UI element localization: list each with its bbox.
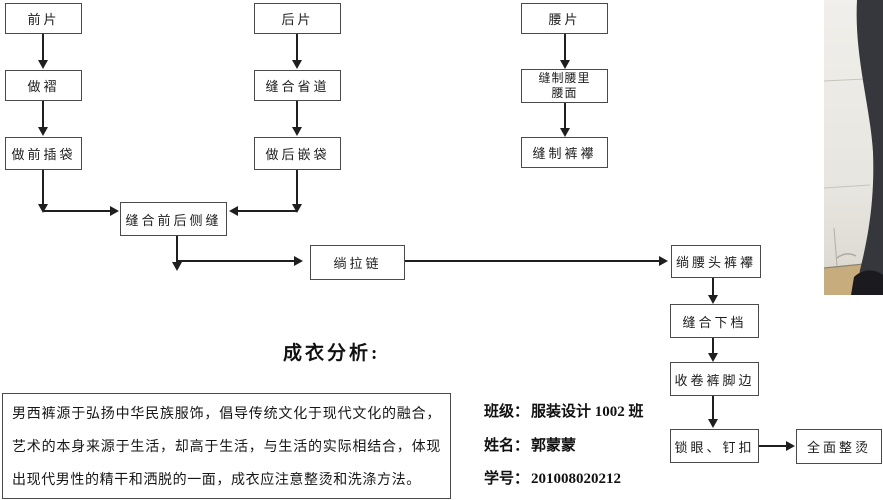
arrowhead-down	[292, 60, 302, 69]
name-value: 郭蒙蒙	[531, 438, 577, 454]
flow-box-back-piece: 后片	[254, 3, 341, 34]
flow-box-front-slant-pocket: 做前插袋	[5, 137, 82, 170]
analysis-text-box: 男西裤源于弘扬中华民族服饰，倡导传统文化于现代文化的融合，艺术的本身来源于生活，…	[2, 393, 451, 499]
flow-line	[564, 103, 566, 129]
flow-line	[712, 338, 714, 354]
flow-line	[296, 101, 298, 128]
arrowhead-down	[172, 262, 182, 271]
flow-box-buttonhole-button: 锁眼、钉扣	[670, 429, 759, 463]
flow-box-make-pleat: 做褶	[5, 70, 82, 101]
class-value: 服装设计 1002 班	[531, 404, 644, 420]
arrowhead-right	[294, 256, 303, 266]
flow-box-hem-trouser-leg: 收卷裤脚边	[670, 362, 759, 396]
flow-line	[238, 210, 297, 212]
arrowhead-left	[229, 206, 238, 216]
flow-line	[405, 260, 660, 262]
arrowhead-down	[708, 353, 718, 362]
analysis-title: 成衣分析:	[283, 343, 381, 364]
student-id-row: 学号：201008020212	[484, 467, 621, 488]
arrowhead-down	[560, 60, 570, 69]
arrowhead-down	[560, 128, 570, 137]
arrowhead-right	[786, 441, 795, 451]
flow-line	[42, 170, 44, 205]
analysis-text: 男西裤源于弘扬中华民族服饰，倡导传统文化于现代文化的融合，艺术的本身来源于生活，…	[12, 407, 441, 488]
flow-box-sew-inseam: 缝合下档	[670, 304, 759, 338]
arrowhead-down	[38, 127, 48, 136]
flow-box-sew-dart: 缝合省道	[254, 70, 341, 101]
flow-box-waist-piece: 腰片	[521, 3, 608, 34]
flow-line	[177, 260, 295, 262]
name-label: 姓名：	[484, 438, 530, 454]
arrowhead-down	[708, 295, 718, 304]
flow-line	[42, 101, 44, 128]
flow-box-sew-belt-loop: 缝制裤襻	[521, 137, 608, 168]
student-class-row: 班级：服装设计 1002 班	[484, 400, 644, 421]
flow-box-front-piece: 前片	[5, 3, 82, 34]
flow-line	[759, 445, 787, 447]
flow-line	[712, 396, 714, 420]
flow-line	[296, 170, 298, 205]
flow-box-sew-side-seam: 缝合前后侧缝	[120, 202, 227, 236]
arrowhead-down	[292, 127, 302, 136]
flow-line	[712, 278, 714, 296]
arrowhead-down	[38, 60, 48, 69]
arrowhead-right	[110, 206, 119, 216]
flow-line	[564, 34, 566, 61]
id-label: 学号：	[484, 471, 530, 487]
class-label: 班级：	[484, 404, 530, 420]
flow-line	[296, 34, 298, 61]
arrowhead-down	[708, 419, 718, 428]
flow-box-attach-waistband: 绱腰头裤襻	[671, 245, 761, 278]
student-name-row: 姓名：郭蒙蒙	[484, 434, 576, 455]
arrowhead-right	[659, 256, 668, 266]
flow-box-sew-waistband-facing: 缝制腰里腰面	[521, 69, 608, 103]
flow-line	[43, 210, 111, 212]
flow-box-final-press: 全面整烫	[796, 429, 882, 464]
flow-line	[176, 236, 178, 263]
trouser-leg-photo	[824, 0, 883, 295]
flow-box-back-welt-pocket: 做后嵌袋	[254, 137, 341, 170]
arrowhead-down	[292, 204, 302, 213]
flow-line	[42, 34, 44, 61]
arrowhead-down	[38, 204, 48, 213]
id-value: 201008020212	[531, 471, 622, 487]
flow-box-attach-zipper: 绱拉链	[310, 245, 405, 280]
